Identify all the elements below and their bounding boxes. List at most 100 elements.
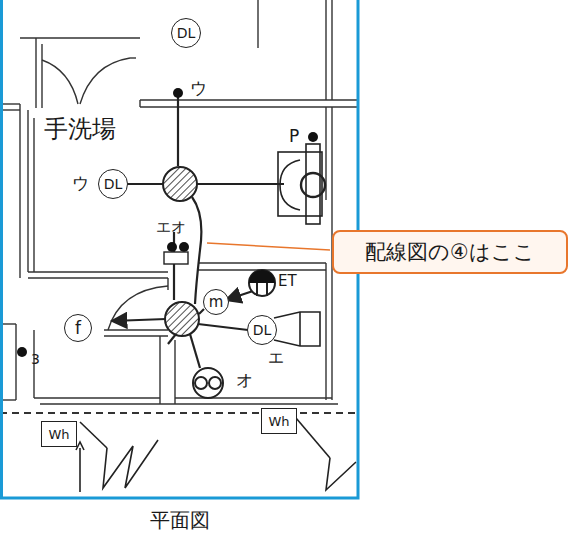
wiring [112,94,284,368]
plan-label: 3 [31,352,40,366]
plan-stroke [331,0,332,100]
plan-stroke [197,183,284,185]
plan-stroke [28,277,168,278]
plan-stroke [108,286,168,330]
caption: 平面図 [150,510,210,530]
plan-label: エ [268,350,284,366]
switch-box [164,252,188,264]
dl-fixture [274,312,320,346]
plan-stroke [299,312,301,346]
frame [0,0,358,498]
plan-stroke [179,242,189,252]
plan-label: エオ [156,220,186,235]
plan-stroke [266,283,268,296]
fixture-circle: DL [247,315,277,345]
plan-stroke [15,324,16,400]
p-fixture [278,144,325,224]
plan-stroke [306,144,320,224]
plan-stroke [140,99,358,100]
plan-label: P [289,128,299,145]
plan-stroke [42,60,78,104]
plan-stroke [209,377,221,389]
meter-box: Wh [41,421,77,447]
plan-stroke [17,347,27,357]
plan-stroke [80,422,107,448]
plan-stroke [198,262,326,263]
plan-stroke [168,334,176,344]
fixture-circle: m [203,289,229,315]
plan-stroke [28,271,168,272]
plan-stroke [249,270,275,283]
plan-stroke [127,183,163,185]
plan-stroke [173,88,183,98]
plan-stroke [195,377,207,389]
plan-stroke [130,57,136,58]
plan-stroke [79,448,81,492]
plan-stroke [103,440,158,488]
plan-stroke [35,38,36,108]
plan-stroke [296,418,330,458]
plan-label: ET [278,274,297,289]
junction-box [163,167,199,336]
node-text: DL [177,26,196,40]
node-text: m [209,295,224,310]
node-text: Wh [48,428,69,441]
et-symbol [249,270,275,296]
plan-stroke [280,160,300,210]
plan-stroke [112,319,166,321]
plan-stroke [20,37,140,38]
fixture-circle: DL [98,169,128,199]
plan-stroke [165,302,199,336]
plan-stroke [167,242,177,252]
plan-stroke [274,312,320,346]
plan-label: ウ [72,175,89,192]
fixture-circle: DL [171,18,201,48]
plan-stroke [33,118,34,272]
meter-box: Wh [261,408,297,434]
plan-stroke [160,403,338,404]
plan-stroke [249,270,275,296]
plan-stroke [159,336,160,404]
plan-stroke [76,442,84,450]
plan-stroke [41,44,42,108]
plan-stroke [325,263,326,400]
plan-label: 手洗場 [44,117,116,141]
node-text: 配線図の④はここ [365,242,535,263]
leader-line [207,243,330,250]
plan-stroke [256,283,258,296]
plan-stroke [139,100,140,107]
service-wires [76,418,356,492]
plan-stroke [174,340,175,404]
plan-label: オ [236,372,253,389]
walls [0,0,358,404]
plan-stroke [104,329,168,330]
plan-stroke [40,403,160,404]
plan-stroke [193,368,223,398]
fixture-circle: f [64,314,92,342]
plan-stroke [80,58,130,104]
plan-stroke [226,291,253,300]
node-text: f [75,320,81,337]
plan-stroke [27,110,28,272]
node-text: DL [104,177,123,191]
node-text: Wh [268,415,289,428]
plan-stroke [177,94,179,166]
plan-stroke [34,397,160,398]
node-text: DL [253,323,272,337]
plan-stroke [167,278,168,290]
plan-label: ウ [190,80,207,97]
plan-stroke [325,0,326,100]
plan-stroke [257,0,258,48]
switch-dots [17,88,318,357]
plan-stroke [301,173,325,197]
plan-stroke [308,132,318,142]
plan-stroke [199,309,204,314]
plan-stroke [326,458,356,490]
fan-symbol [193,368,223,398]
dashed-line [0,412,356,414]
plan-stroke [104,335,168,336]
plan-stroke [198,324,248,330]
plan-stroke [19,104,20,278]
plan-stroke [190,334,200,368]
